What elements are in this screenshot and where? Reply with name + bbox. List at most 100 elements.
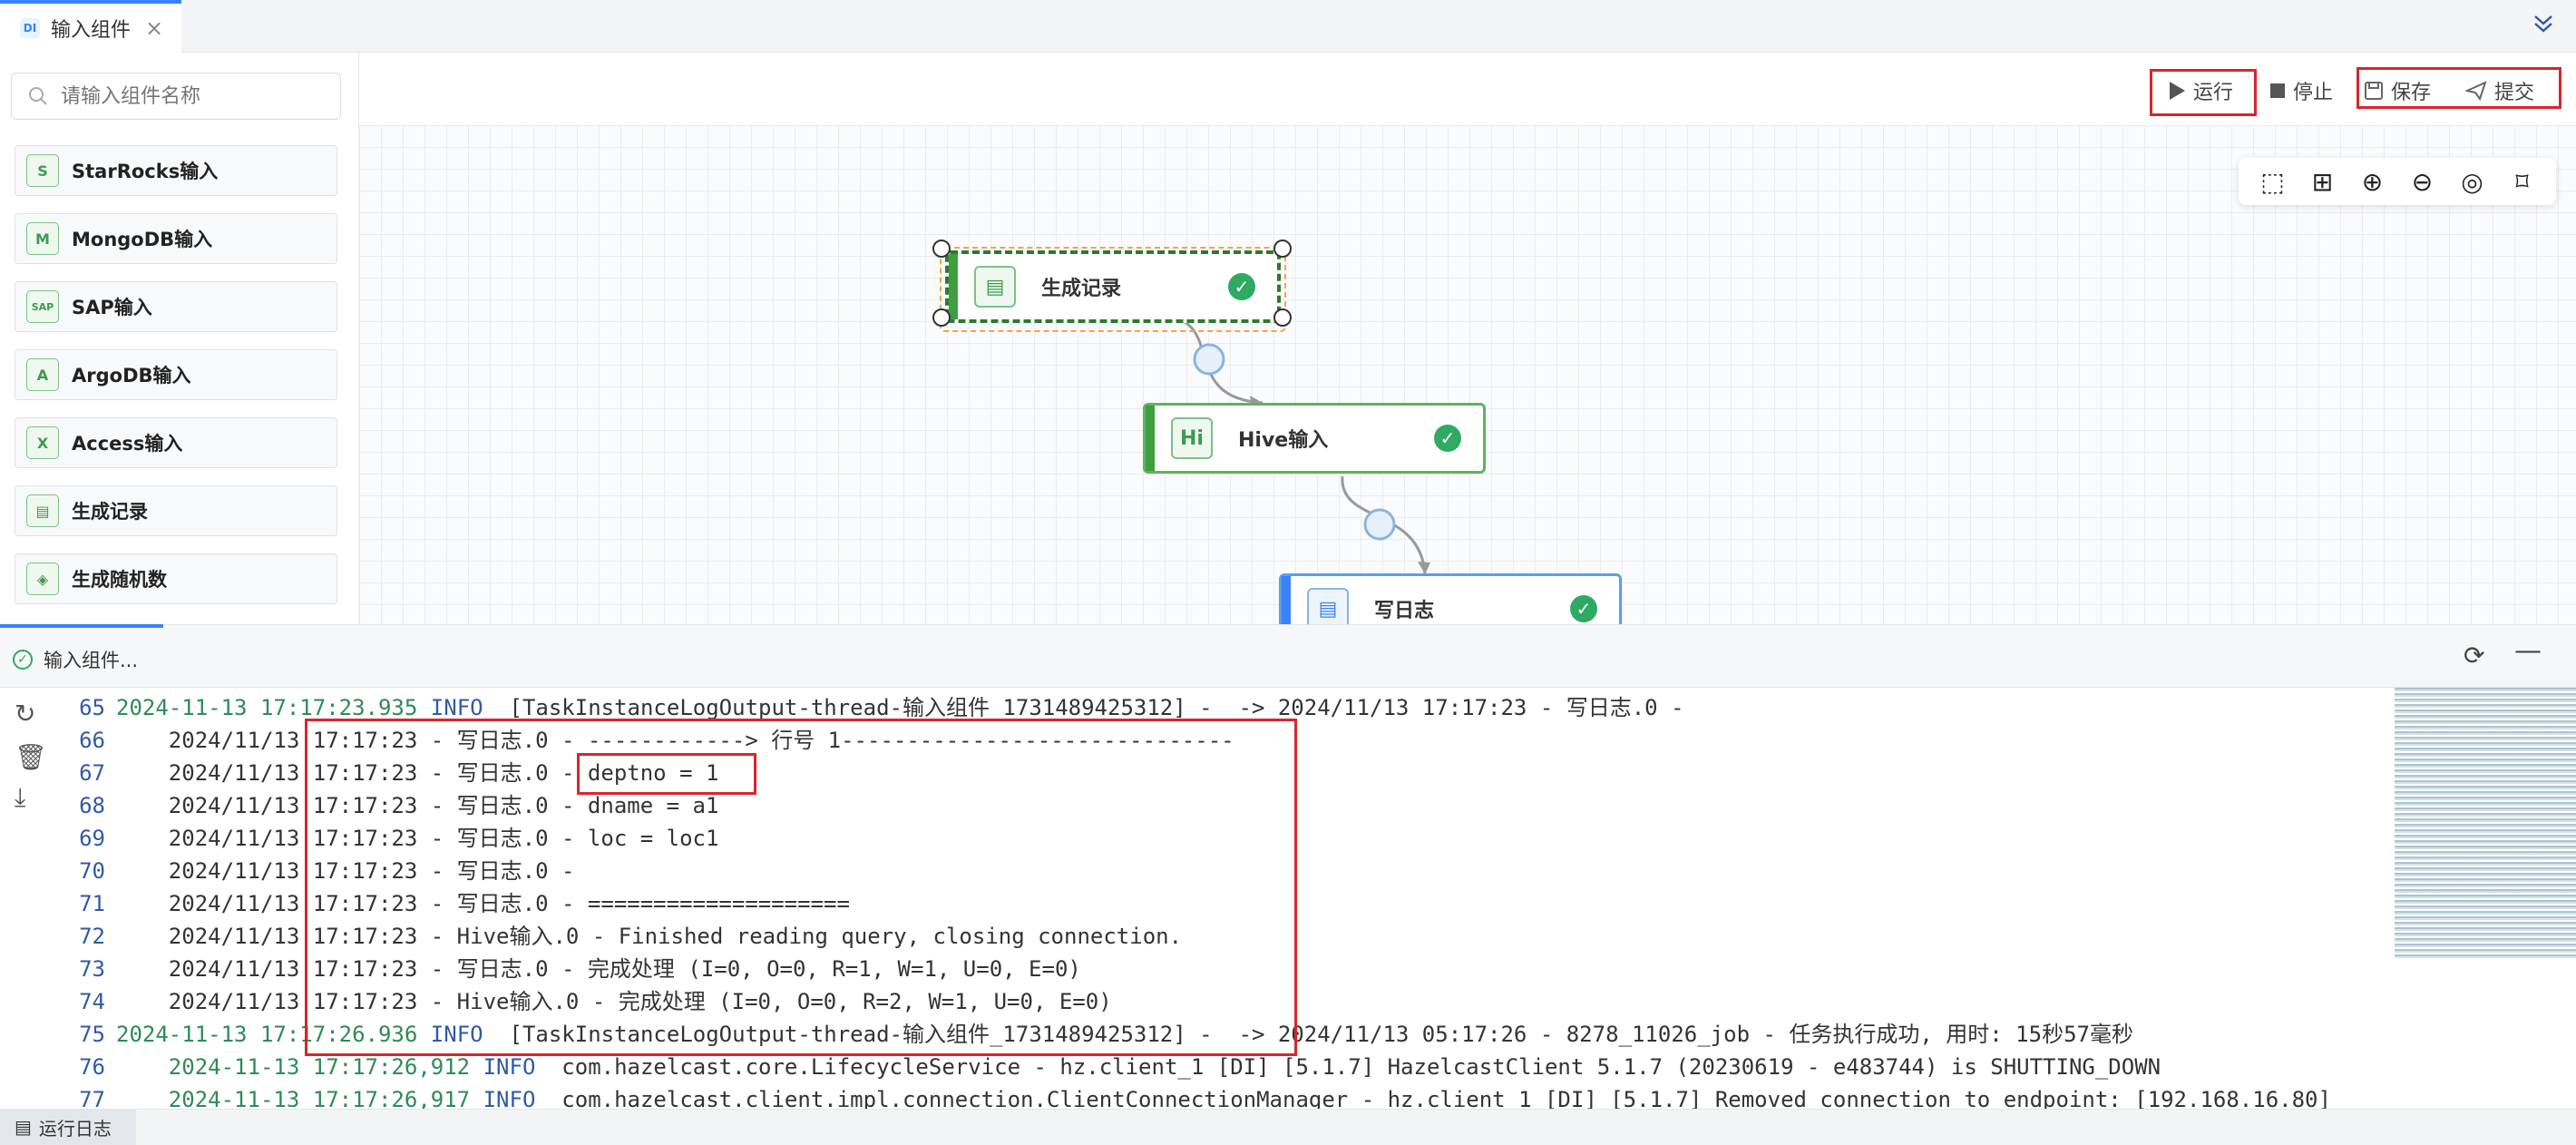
log-text: 2024/11/13 17:17:23 - Hive输入.0 - 完成处理 (I… <box>116 989 1112 1014</box>
locate-icon[interactable]: ◎ <box>2461 166 2483 197</box>
component-access-input[interactable]: X Access输入 <box>15 417 337 468</box>
node-stripe <box>1282 576 1291 624</box>
di-icon: DI <box>20 18 40 38</box>
log-level: INFO <box>483 1087 536 1109</box>
stop-button[interactable]: 停止 <box>2269 76 2333 105</box>
log-line-number: 67 <box>79 760 105 786</box>
run-log-label: 运行日志 <box>38 1117 112 1140</box>
log-line: 72 2024/11/13 17:17:23 - Hive输入.0 - Fini… <box>54 920 1182 953</box>
resize-handle[interactable] <box>1273 240 1292 258</box>
refresh-icon[interactable]: ⟳ <box>2464 641 2485 670</box>
component-label: MongoDB输入 <box>72 229 213 250</box>
select-icon[interactable]: ⬚ <box>2260 166 2285 197</box>
log-tab-indicator <box>0 624 163 628</box>
resize-handle[interactable] <box>932 240 951 258</box>
log-panel-header <box>0 624 2576 688</box>
node-generate-records[interactable]: ▤ 生成记录 ✓ <box>945 250 1281 323</box>
node-write-log[interactable]: ▤ 写日志 ✓ <box>1279 573 1622 624</box>
log-line: 66 2024/11/13 17:17:23 - 写日志.0 - -------… <box>54 724 1234 757</box>
log-timestamp: 2024-11-13 17:17:26.936 <box>116 1022 418 1047</box>
editor-toolbar <box>359 53 2576 125</box>
resize-handle[interactable] <box>932 308 951 327</box>
submit-button[interactable]: 提交 <box>2465 76 2534 105</box>
log-text: 2024/11/13 17:17:23 - 写日志.0 - <box>116 858 575 884</box>
trash-icon[interactable]: 🗑 <box>15 742 47 772</box>
node-hive-input[interactable]: Hi Hive输入 ✓ <box>1143 403 1486 474</box>
flow-canvas[interactable]: ⬚ ⊞ ⊕ ⊖ ◎ ⌑ ▤ 生成记录 ✓ Hi Hive输入 ✓ ▤ 写日志 <box>359 125 2576 624</box>
log-file-icon: ▤ <box>15 1116 32 1138</box>
highlight-log-block <box>305 719 1297 1056</box>
highlight-deptno <box>577 753 756 795</box>
search-icon <box>29 87 47 105</box>
log-line: 69 2024/11/13 17:17:23 - 写日志.0 - loc = l… <box>54 822 718 855</box>
minimize-icon[interactable]: — <box>2514 635 2542 667</box>
download-icon[interactable]: ⤓ <box>15 782 26 812</box>
log-line-number: 77 <box>79 1087 105 1109</box>
starrocks-icon: S <box>26 154 59 187</box>
log-line-number: 66 <box>79 728 105 753</box>
log-text: [TaskInstanceLogOutput-thread-输入组件_17314… <box>483 695 1684 720</box>
zoom-out-icon[interactable]: ⊖ <box>2411 166 2434 197</box>
log-line: 68 2024/11/13 17:17:23 - 写日志.0 - dname =… <box>54 789 718 822</box>
log-line: 74 2024/11/13 17:17:23 - Hive输入.0 - 完成处理… <box>54 985 1112 1018</box>
component-argodb-input[interactable]: A ArgoDB输入 <box>15 349 337 400</box>
hive-icon: Hi <box>1171 417 1213 459</box>
sap-icon: SAP <box>26 290 59 323</box>
selection-outline <box>940 247 1286 332</box>
zoom-in-icon[interactable]: ⊕ <box>2361 166 2384 197</box>
component-generate-random[interactable]: ◈ 生成随机数 <box>15 553 337 604</box>
component-mongodb-input[interactable]: M MongoDB输入 <box>15 213 337 264</box>
check-circle-icon: ✓ <box>13 650 33 670</box>
fit-icon[interactable]: ⊞ <box>2311 166 2334 197</box>
bookmark-icon[interactable]: ⌑ <box>2515 166 2529 197</box>
reload-icon[interactable]: ↻ <box>15 699 36 729</box>
submit-label: 提交 <box>2494 82 2535 104</box>
log-line-number: 65 <box>79 695 105 720</box>
chevron-double-down-icon[interactable] <box>2531 11 2556 43</box>
link-icon[interactable] <box>1363 508 1396 541</box>
log-timestamp: 2024-11-13 17:17:26,912 <box>116 1054 471 1080</box>
component-generate-records[interactable]: ▤ 生成记录 <box>15 485 337 536</box>
document-icon: ▤ <box>26 494 59 527</box>
log-line-number: 75 <box>79 1022 105 1047</box>
save-button[interactable]: 保存 <box>2364 76 2431 105</box>
component-search[interactable] <box>11 73 341 120</box>
tab-bar <box>0 0 2576 53</box>
log-line: 77 2024-11-13 17:17:26,917 INFO com.haze… <box>54 1083 2331 1109</box>
component-label: 生成随机数 <box>72 569 167 591</box>
run-log-tab[interactable]: ▤ 运行日志 <box>0 1109 136 1145</box>
node-stripe <box>949 254 958 319</box>
cube-icon: ◈ <box>26 563 59 595</box>
tab-input-components[interactable]: DI 输入组件 × <box>0 0 181 53</box>
component-sap-input[interactable]: SAP SAP输入 <box>15 281 337 332</box>
stop-label: 停止 <box>2293 82 2334 104</box>
log-minimap[interactable] <box>2395 688 2576 960</box>
log-text: 2024/11/13 17:17:23 - Hive输入.0 - Finishe… <box>116 924 1183 949</box>
component-label: Access输入 <box>72 433 183 455</box>
document-icon: ▤ <box>1307 588 1349 624</box>
search-input[interactable] <box>61 84 333 108</box>
log-line-number: 74 <box>79 989 105 1014</box>
link-icon[interactable] <box>1193 343 1225 376</box>
check-icon: ✓ <box>1570 595 1597 622</box>
log-line-number: 76 <box>79 1054 105 1080</box>
log-line-number: 73 <box>79 956 105 982</box>
highlight-run <box>2150 69 2257 116</box>
run-label: 运行 <box>2193 82 2234 104</box>
log-panel-title: 输入组件... <box>44 650 139 671</box>
log-text: 2024/11/13 17:17:23 - 写日志.0 - ==========… <box>116 891 850 916</box>
component-starrocks-input[interactable]: S StarRocks输入 <box>15 145 337 196</box>
log-text: 2024/11/13 17:17:23 - 写日志.0 - 完成处理 (I=0,… <box>116 956 1081 982</box>
log-tools: ↻ 🗑 ⤓ <box>0 688 54 1109</box>
log-panel-tab[interactable]: ✓ 输入组件... <box>13 646 138 673</box>
tab-label: 输入组件 <box>51 19 132 42</box>
stop-icon <box>2270 83 2285 98</box>
log-timestamp: 2024-11-13 17:17:26,917 <box>116 1087 471 1109</box>
component-label: SAP输入 <box>72 297 152 318</box>
arrow-2 <box>1418 562 1430 574</box>
save-icon <box>2365 82 2383 100</box>
close-icon[interactable]: × <box>145 15 164 41</box>
run-button[interactable]: 运行 <box>2168 76 2233 105</box>
component-panel: S StarRocks输入 M MongoDB输入 SAP SAP输入 A Ar… <box>0 53 359 624</box>
resize-handle[interactable] <box>1273 308 1292 327</box>
